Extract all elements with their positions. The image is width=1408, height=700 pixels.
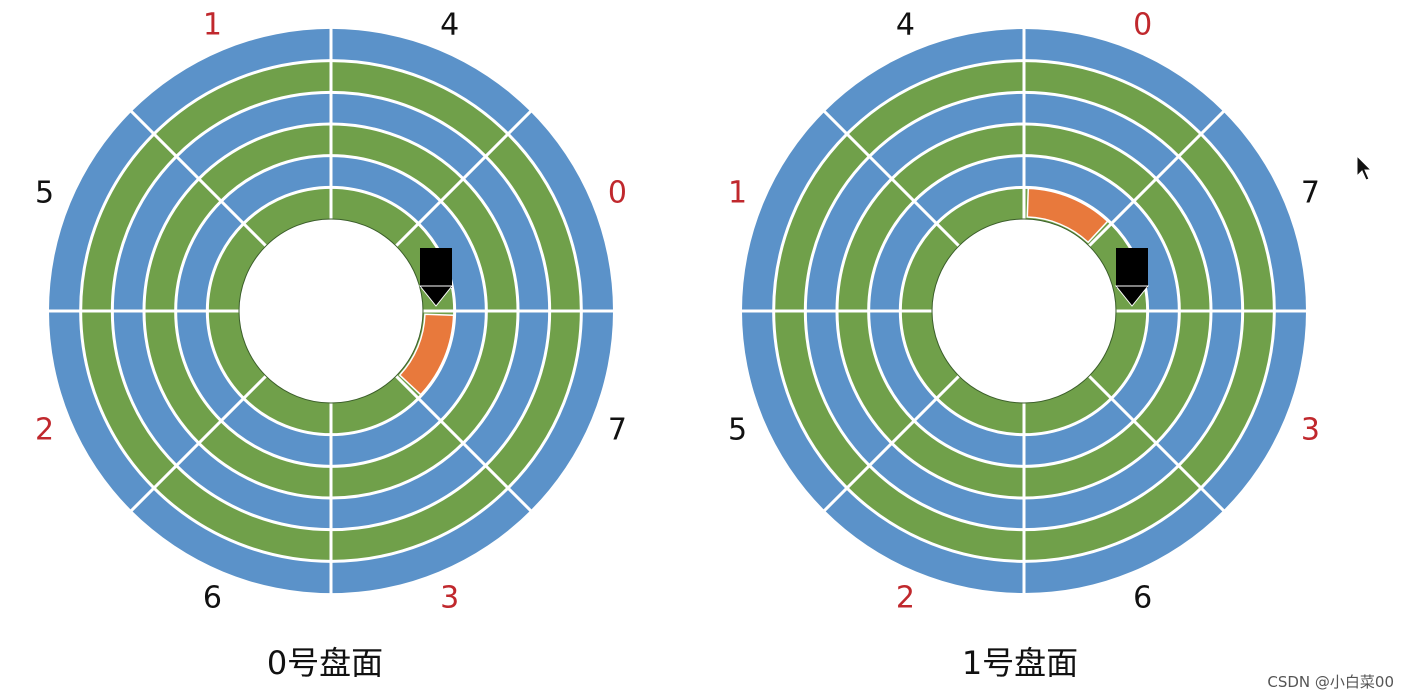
sector-separator [394,109,533,248]
highlighted-sector [398,313,455,396]
sector-separator [394,374,533,513]
read-write-head-arrow-icon [1114,248,1150,307]
sector-label-3: 3 [440,580,459,615]
sector-separator [129,109,268,248]
sector-separator [822,374,961,513]
sector-label-6: 6 [203,580,222,615]
disk-0-caption: 0号盘面 [267,644,383,682]
sector-label-4: 4 [440,8,459,43]
sector-label-7: 7 [608,413,627,448]
disk-1-caption: 1号盘面 [962,644,1078,682]
sector-separator [129,374,268,513]
sector-label-5: 5 [35,175,54,210]
sector-label-3: 3 [1301,413,1320,448]
sector-label-5: 5 [728,413,747,448]
sector-label-1: 1 [203,8,222,43]
mouse-pointer-icon [1356,154,1373,181]
sector-label-7: 7 [1301,175,1320,210]
sector-label-2: 2 [896,580,915,615]
sector-separator [822,109,961,248]
highlighted-sector [1026,187,1109,244]
sector-label-0: 0 [608,175,627,210]
sector-label-6: 6 [1133,580,1152,615]
sector-label-2: 2 [35,413,54,448]
sector-separator [1087,374,1226,513]
read-write-head-arrow-icon [418,248,454,307]
sector-label-0: 0 [1133,8,1152,43]
sector-label-4: 4 [896,8,915,43]
disk-surface-1: 7 3 6 2 5 1 4 0 [728,8,1320,616]
sector-separator [1087,109,1226,248]
spindle-hole [238,218,424,404]
disk-surface-0: 0 7 3 6 2 5 1 4 [35,8,627,616]
spindle-hole [931,218,1117,404]
watermark: CSDN @小白菜00 [1267,673,1394,691]
sector-label-1: 1 [728,175,747,210]
